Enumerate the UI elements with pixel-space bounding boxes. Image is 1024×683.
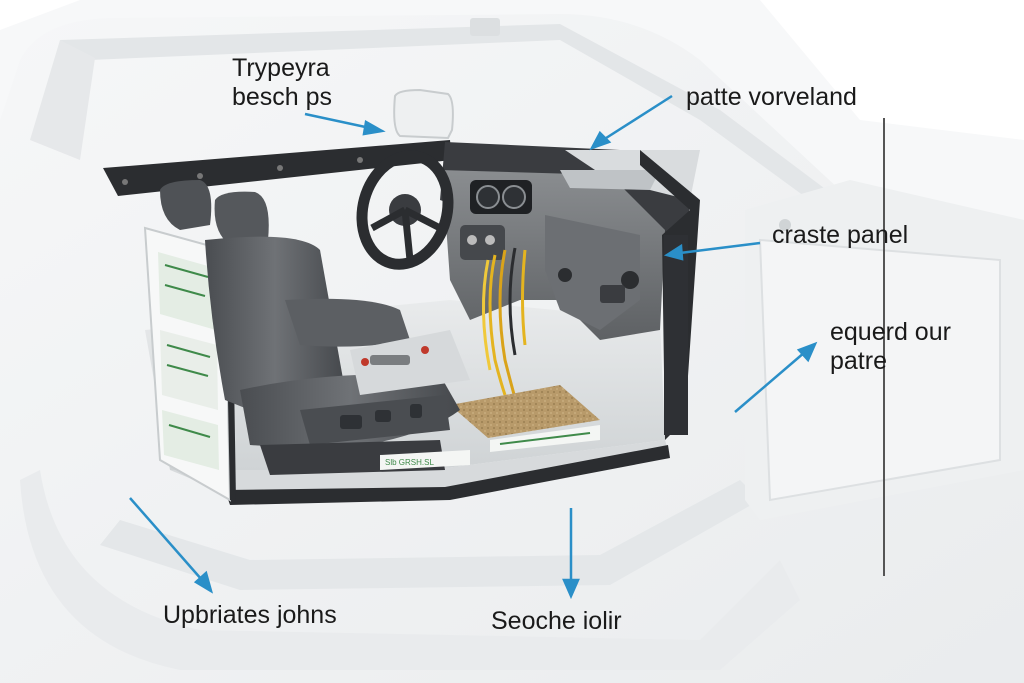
floor-mat — [450, 385, 600, 438]
placard-text: Slb GRSH.SL — [385, 458, 434, 467]
info-panel — [143, 226, 236, 502]
label-top-left-line1: Trypeyra — [232, 54, 330, 82]
label-bottom-left: Upbriates johns — [163, 601, 337, 630]
label-right-middle-line1: equerd our — [830, 318, 951, 346]
label-right-upper-text: craste panel — [772, 221, 909, 249]
arrow-top-left — [304, 112, 386, 136]
label-right-upper: craste panel — [772, 221, 908, 250]
steering-wheel — [356, 150, 454, 270]
side-mirror — [393, 88, 454, 140]
driver-seat — [160, 180, 460, 475]
wiring-harness — [481, 247, 527, 399]
label-bottom-center: Seoche iolir — [491, 607, 622, 636]
label-right-middle-line2: patre — [830, 347, 887, 375]
annotation-arrows — [129, 94, 818, 600]
label-top-right-text: patte vorveland — [686, 83, 857, 111]
label-right-middle: equerd our patre — [830, 318, 951, 376]
center-console — [350, 330, 470, 395]
label-top-left: Trypeyra besch ps — [232, 54, 332, 112]
label-top-left-line2: besch ps — [232, 83, 333, 111]
arrow-top-right — [589, 94, 673, 151]
label-bottom-center-text: Seoche iolir — [491, 607, 622, 635]
arrow-right-middle — [734, 341, 818, 413]
arrow-bottom-left — [129, 497, 214, 594]
a-pillar-trim — [640, 150, 700, 440]
label-bottom-left-text: Upbriates johns — [163, 601, 337, 629]
arrow-bottom-center — [562, 508, 580, 600]
sill-placard: Slb GRSH.SL — [380, 425, 600, 470]
arrow-right-upper — [663, 241, 761, 261]
label-top-right: patte vorveland — [686, 83, 857, 112]
